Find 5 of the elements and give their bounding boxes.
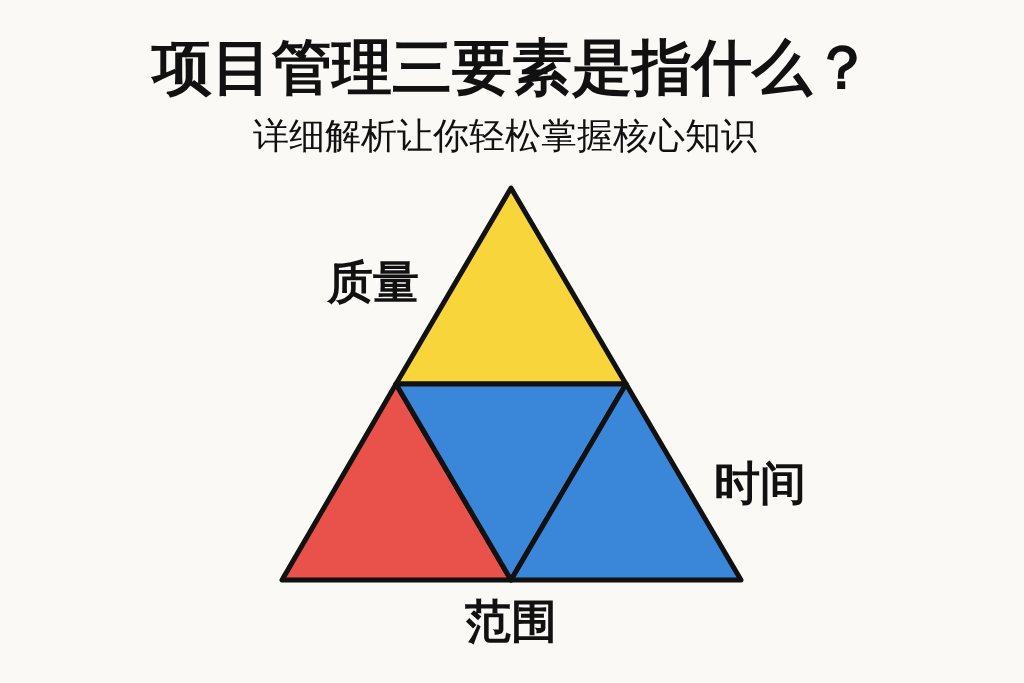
subtitle: 详细解析让你轻松掌握核心知识: [253, 113, 757, 158]
title: 项目管理三要素是指什么？: [152, 30, 872, 104]
side-label: 质量: [327, 254, 419, 311]
side-label: 范围: [465, 593, 557, 650]
side-label: 时间: [714, 455, 806, 512]
